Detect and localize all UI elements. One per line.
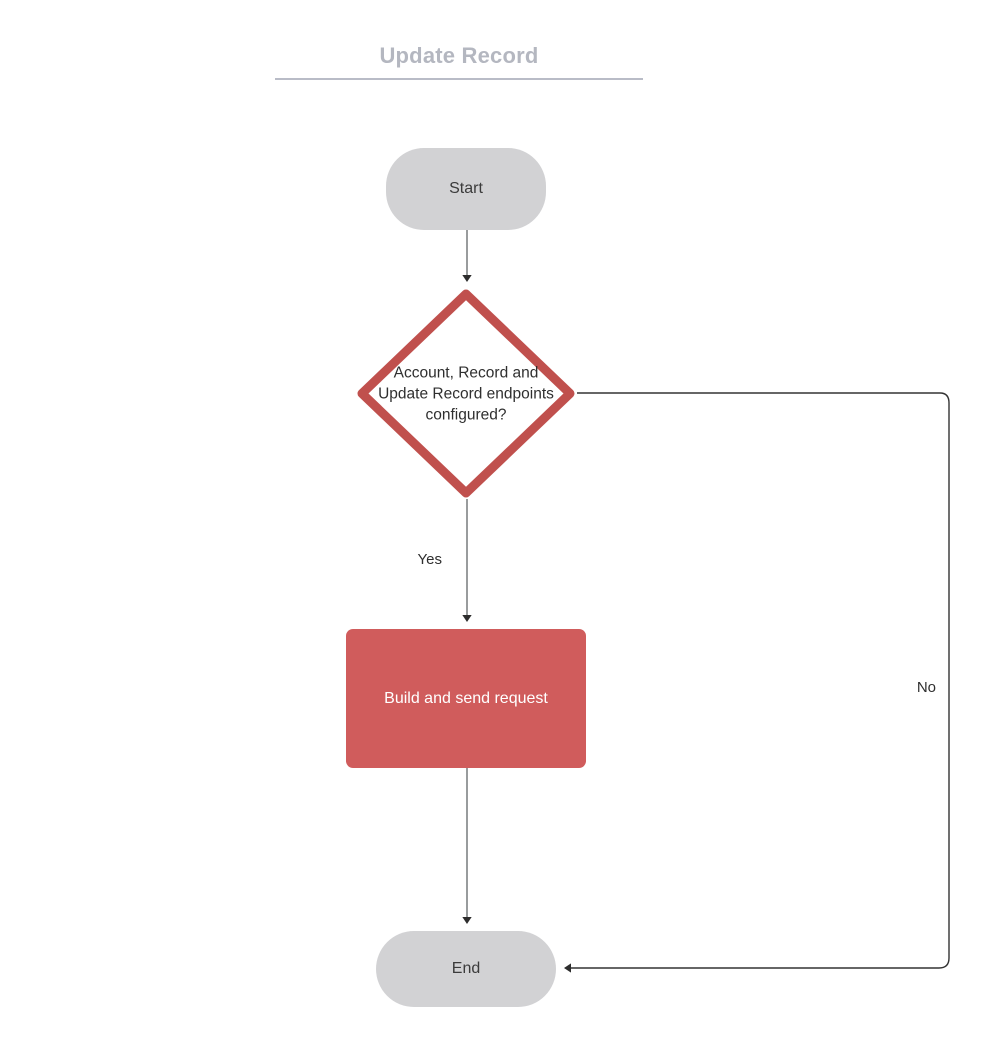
node-start[interactable]: Start — [386, 148, 546, 230]
edge-label-yes: Yes — [417, 551, 442, 568]
node-process-label: Build and send request — [384, 689, 548, 707]
edge-label-no: No — [916, 679, 936, 696]
node-end-label: End — [451, 960, 481, 977]
node-process[interactable]: Build and send request — [346, 629, 586, 768]
node-decision-label: Account, Record and Update Record endpoi… — [378, 364, 554, 423]
node-decision[interactable]: Account, Record and Update Record endpoi… — [356, 288, 576, 499]
decision-diamond-shape — [357, 289, 575, 498]
page-title: Update Record — [379, 43, 539, 68]
edge-decision-no-to-end — [564, 392, 950, 973]
node-start-label: Start — [449, 180, 483, 197]
node-end[interactable]: End — [376, 931, 556, 1007]
title-divider — [275, 78, 643, 80]
